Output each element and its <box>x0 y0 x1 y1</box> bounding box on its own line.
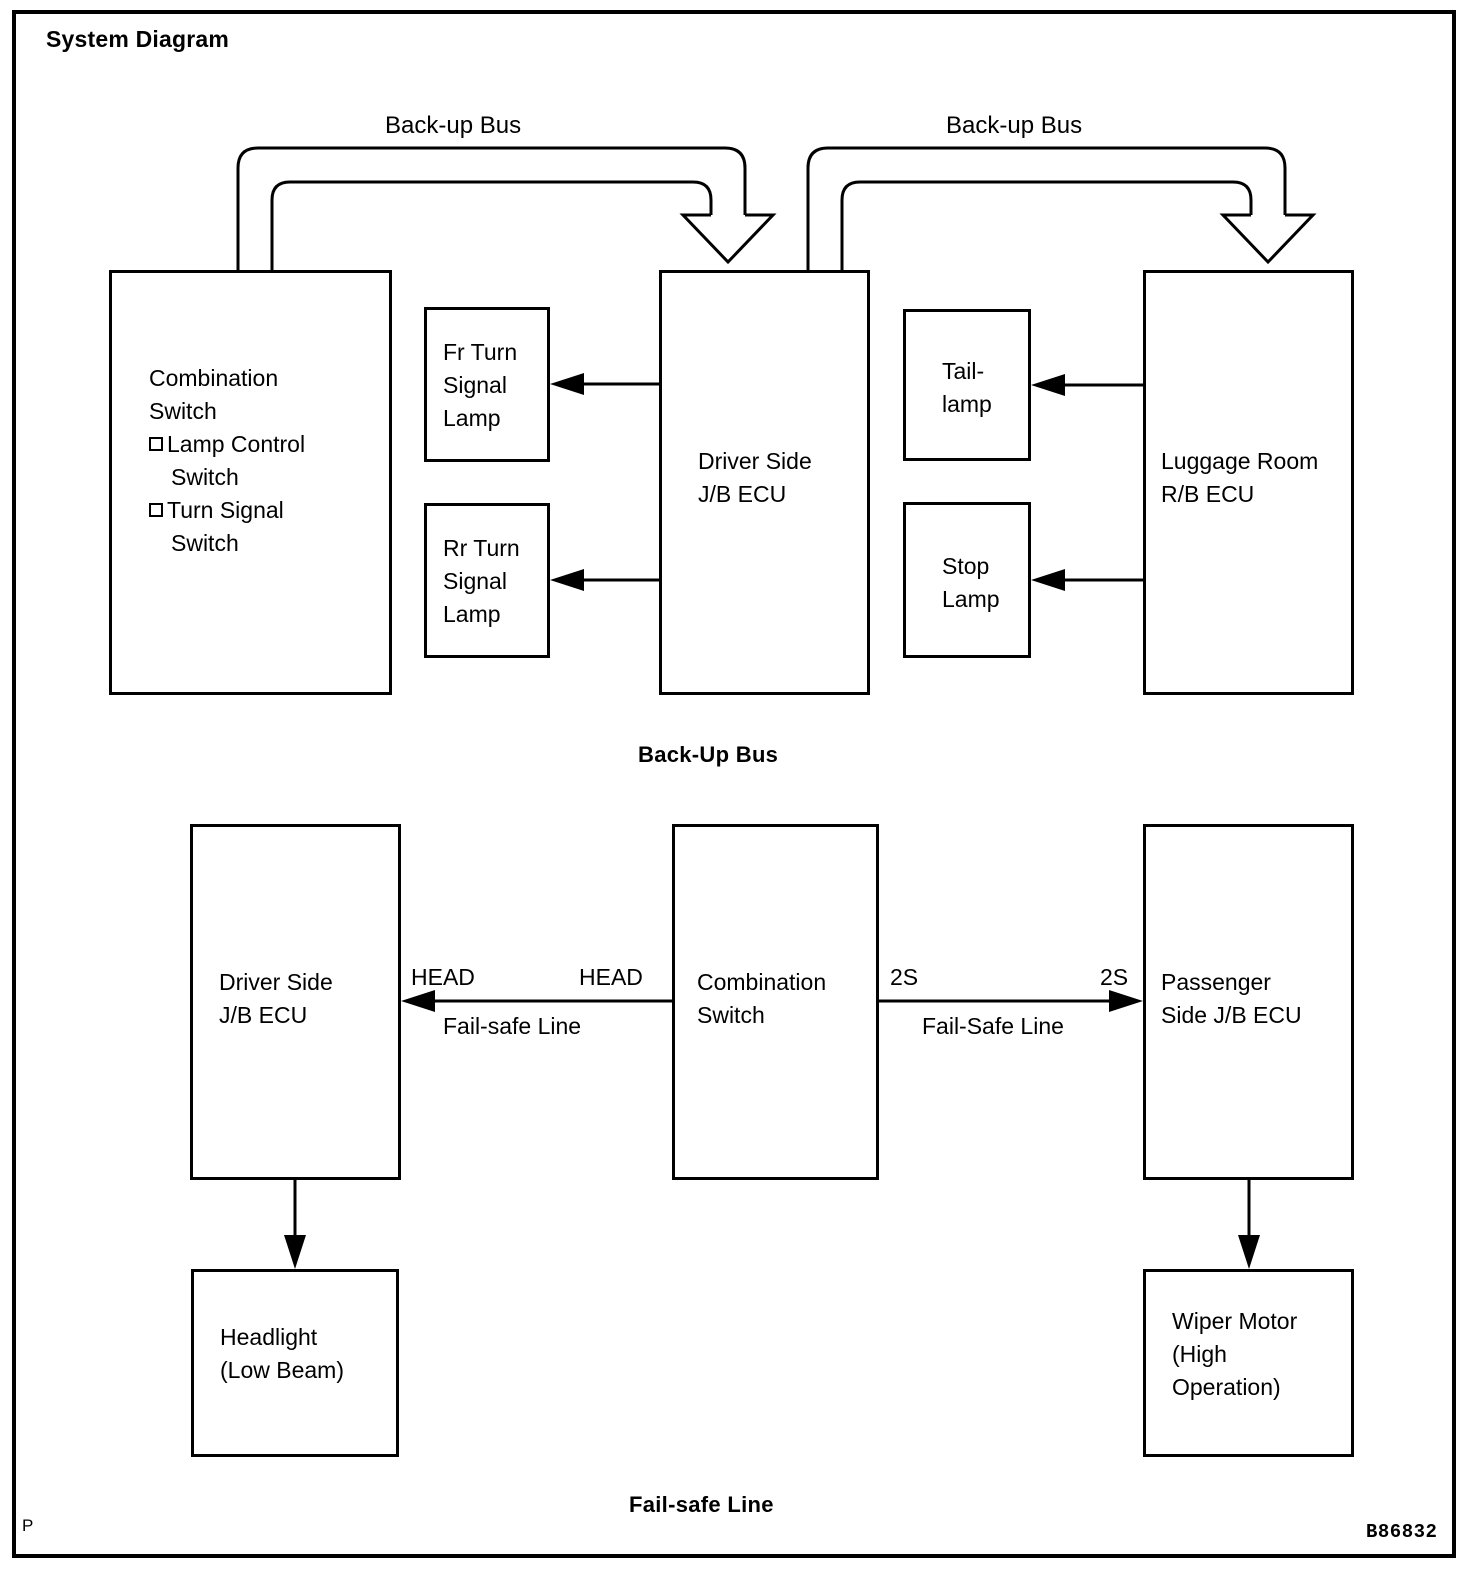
box-combination-switch-lower: Combination Switch <box>672 824 879 1180</box>
passenger-side-jb-ecu-line1: Passenger <box>1161 969 1271 995</box>
lamp-control-switch-label: Lamp Control <box>167 431 306 457</box>
box-driver-side-jb-ecu-lower: Driver Side J/B ECU <box>190 824 401 1180</box>
back-up-bus-label-left: Back-up Bus <box>385 112 522 139</box>
rr-turn-signal-lamp-line1: Rr Turn <box>443 535 520 561</box>
fr-turn-signal-lamp-line3: Lamp <box>443 405 501 431</box>
lower-section-caption: Fail-safe Line <box>629 1492 774 1517</box>
driver-side-jb-ecu-lower-line2: J/B ECU <box>219 1002 308 1028</box>
upper-section-caption: Back-Up Bus <box>638 742 779 767</box>
wiper-motor-line1: Wiper Motor <box>1172 1308 1298 1334</box>
box-tail-lamp: Tail- lamp <box>903 309 1031 461</box>
luggage-room-rb-ecu-line2: R/B ECU <box>1161 481 1255 507</box>
reference-code: B86832 <box>1366 1521 1438 1543</box>
box-rr-turn-signal-lamp: Rr Turn Signal Lamp <box>424 503 550 658</box>
fail-safe-line-label-left: Fail-safe Line <box>443 1013 582 1039</box>
lamp-control-switch-item: Lamp Control <box>149 428 305 461</box>
box-wiper-motor: Wiper Motor (High Operation) <box>1143 1269 1354 1457</box>
signal-label-2s-left: 2S <box>890 964 919 990</box>
turn-signal-switch-label-cont: Switch <box>171 530 239 556</box>
signal-label-2s-right: 2S <box>1100 964 1129 990</box>
corner-artifact: P <box>22 1516 34 1535</box>
checkbox-icon-turn-signal <box>149 503 163 517</box>
box-combination-switch-upper: Combination Switch Lamp Control Switch T… <box>109 270 392 695</box>
driver-side-jb-ecu-upper-line1: Driver Side <box>698 448 812 474</box>
rr-turn-signal-lamp-line2: Signal <box>443 568 507 594</box>
tail-lamp-line1: Tail- <box>942 358 985 384</box>
lamp-control-switch-label-cont: Switch <box>171 464 239 490</box>
box-stop-lamp: Stop Lamp <box>903 502 1031 658</box>
box-passenger-side-jb-ecu: Passenger Side J/B ECU <box>1143 824 1354 1180</box>
wiper-motor-line3: Operation) <box>1172 1374 1281 1400</box>
rr-turn-signal-lamp-line3: Lamp <box>443 601 501 627</box>
checkbox-icon-lamp-control <box>149 437 163 451</box>
driver-side-jb-ecu-lower-line1: Driver Side <box>219 969 333 995</box>
fr-turn-signal-lamp-line1: Fr Turn <box>443 339 518 365</box>
fr-turn-signal-lamp-line2: Signal <box>443 372 507 398</box>
diagram-frame <box>12 10 1456 1558</box>
box-luggage-room-rb-ecu: Luggage Room R/B ECU <box>1143 270 1354 695</box>
luggage-room-rb-ecu-line1: Luggage Room <box>1161 448 1319 474</box>
turn-signal-switch-item: Turn Signal <box>149 494 305 527</box>
stop-lamp-line2: Lamp <box>942 586 1000 612</box>
back-up-bus-label-right: Back-up Bus <box>946 112 1083 139</box>
combination-switch-lower-line1: Combination <box>697 969 827 995</box>
turn-signal-switch-label: Turn Signal <box>167 497 284 523</box>
passenger-side-jb-ecu-line2: Side J/B ECU <box>1161 1002 1302 1028</box>
signal-label-head-right: HEAD <box>579 964 643 990</box>
combination-switch-line1: Combination <box>149 365 279 391</box>
headlight-line2: (Low Beam) <box>220 1357 344 1383</box>
combination-switch-lower-line2: Switch <box>697 1002 765 1028</box>
stop-lamp-line1: Stop <box>942 553 990 579</box>
tail-lamp-line2: lamp <box>942 391 992 417</box>
combination-switch-line2: Switch <box>149 398 217 424</box>
wiper-motor-line2: (High <box>1172 1341 1227 1367</box>
headlight-line1: Headlight <box>220 1324 318 1350</box>
page-title: System Diagram <box>46 26 230 52</box>
box-fr-turn-signal-lamp: Fr Turn Signal Lamp <box>424 307 550 462</box>
driver-side-jb-ecu-upper-line2: J/B ECU <box>698 481 787 507</box>
signal-label-head-left: HEAD <box>411 964 475 990</box>
box-headlight: Headlight (Low Beam) <box>191 1269 399 1457</box>
fail-safe-line-label-right: Fail-Safe Line <box>922 1013 1064 1039</box>
box-driver-side-jb-ecu-upper: Driver Side J/B ECU <box>659 270 870 695</box>
